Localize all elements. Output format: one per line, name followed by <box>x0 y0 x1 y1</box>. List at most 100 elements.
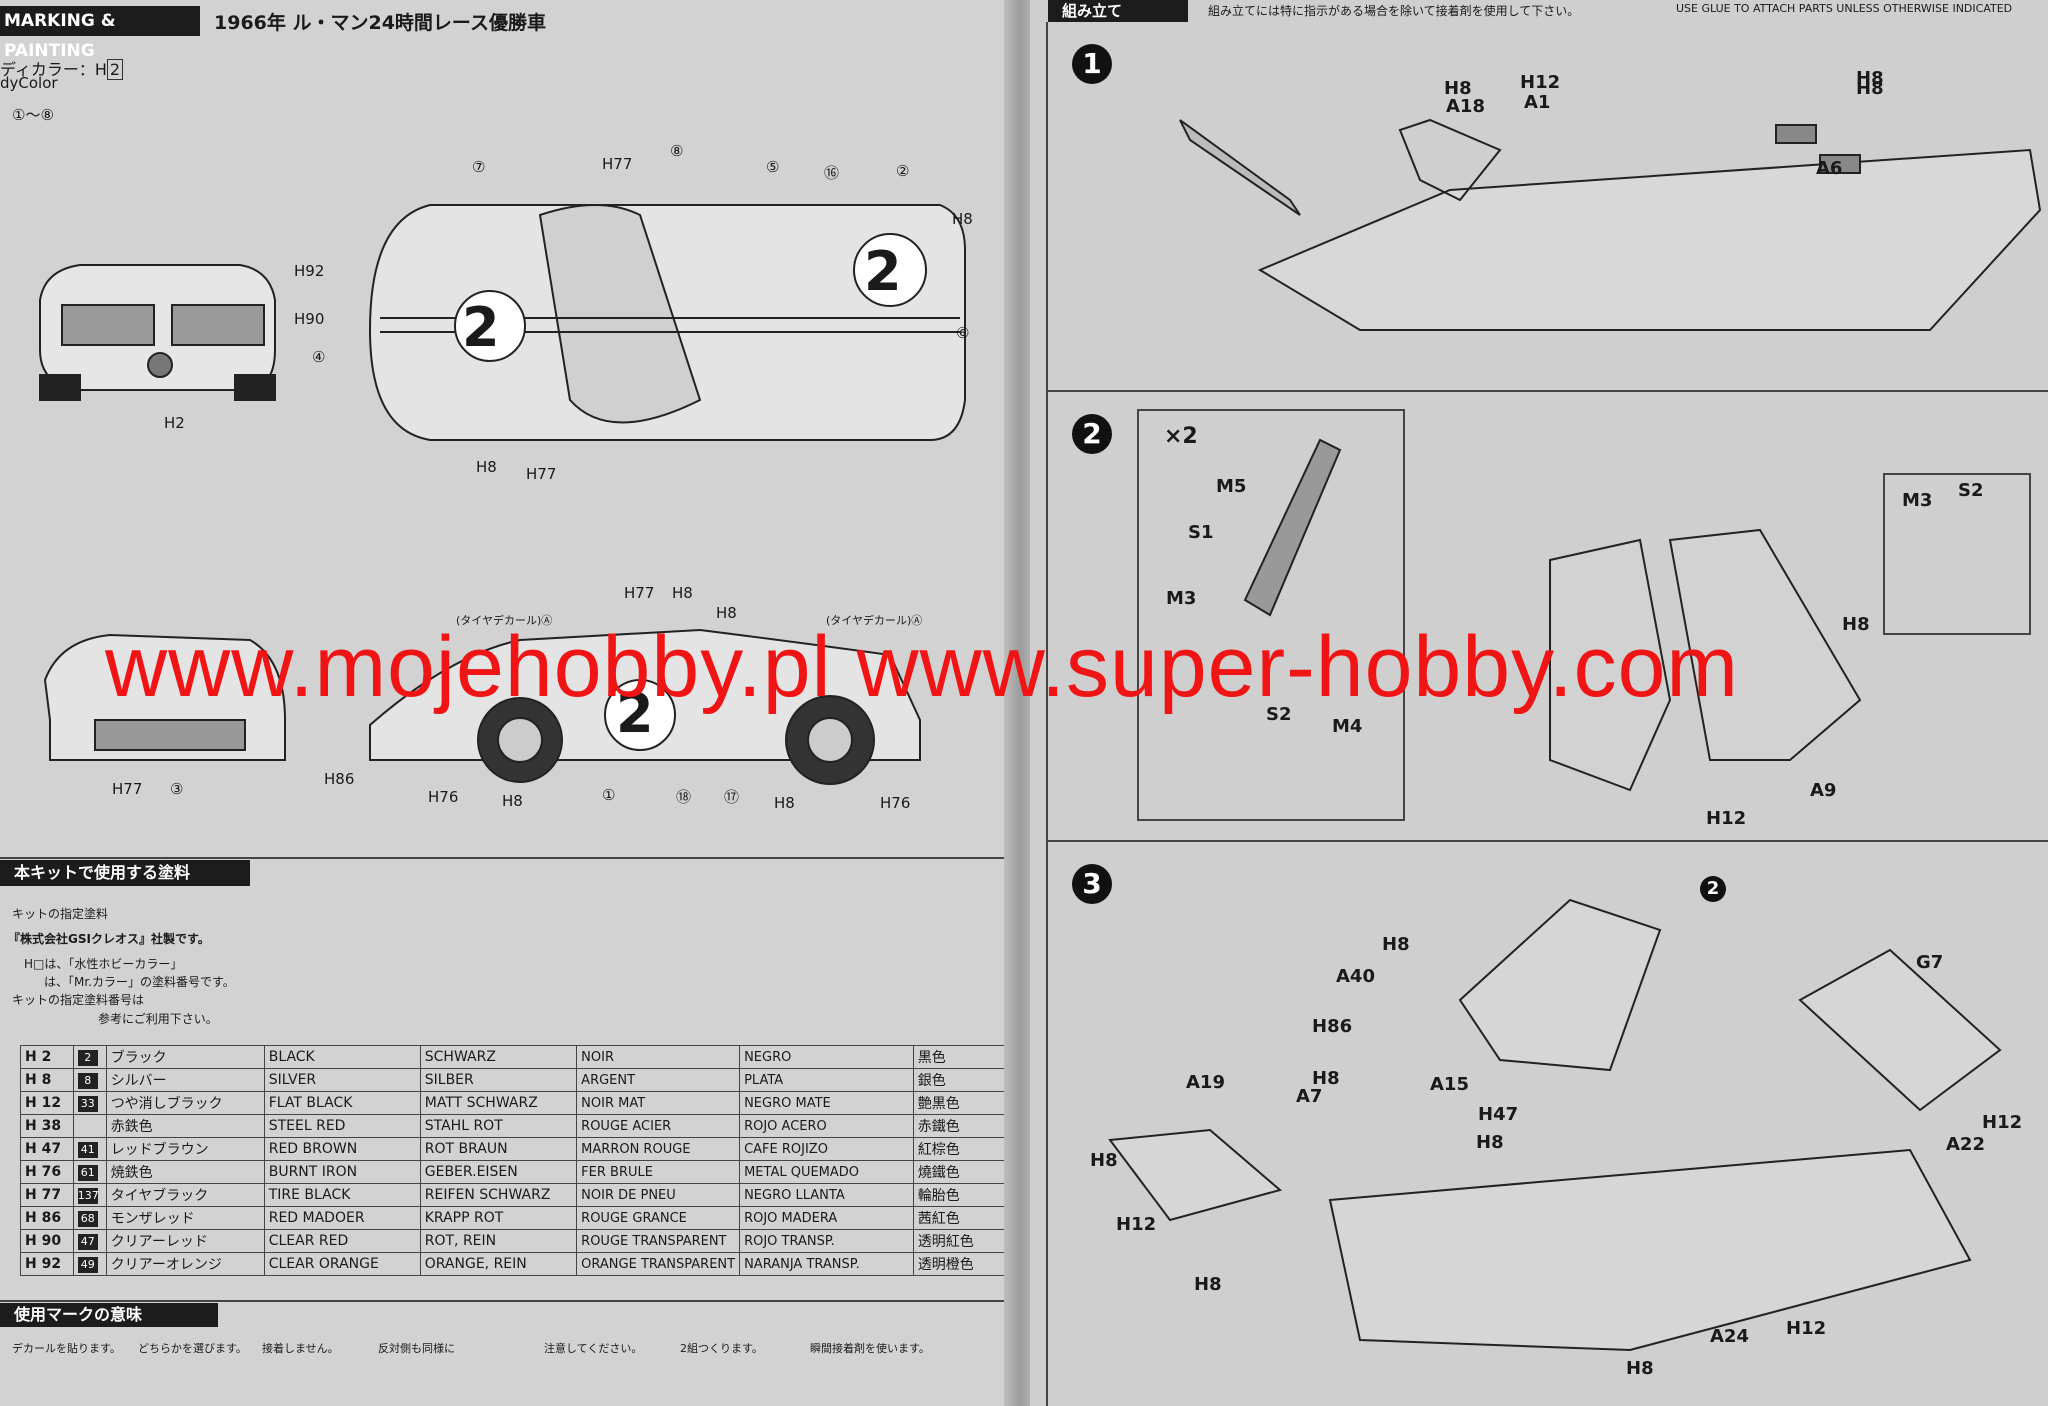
paint-name-jp: モンザレッド <box>105 1206 265 1230</box>
callout-side-h8-b: H8 <box>716 604 737 622</box>
paint-name-es: CAFE ROJIZO <box>739 1137 914 1161</box>
callout-side-3: ③ <box>170 780 184 798</box>
step-1-number: 1 <box>1072 44 1112 84</box>
s2-h12: H12 <box>1706 808 1747 829</box>
callout-side-h8-c: H8 <box>502 792 523 810</box>
assembly-diagrams <box>1108 118 2042 1352</box>
paint-name-jp: シルバー <box>105 1068 265 1092</box>
callout-7: ⑦ <box>472 158 486 176</box>
paint-name-fr: ARGENT <box>576 1068 741 1092</box>
callout-h77-bottom: H77 <box>526 465 557 483</box>
paint-note-1: キットの指定塗料 <box>12 907 109 921</box>
assembly-header: 組み立て <box>1048 0 1188 22</box>
paint-name-de: ROT BRAUN <box>419 1137 578 1161</box>
paint-code: H 47 <box>20 1137 74 1161</box>
paint-code: H 92 <box>20 1252 74 1276</box>
callout-side-1: ① <box>602 786 616 804</box>
paint-name-fr: ROUGE GRANCE <box>576 1206 741 1230</box>
s1-a18: A18 <box>1446 96 1485 117</box>
paint-section-divider <box>0 857 1004 859</box>
s2-m4: M4 <box>1332 716 1363 737</box>
step-3-number: 3 <box>1072 864 1112 904</box>
step1-chassis <box>1179 118 2042 331</box>
paint-name-de: GEBER.EISEN <box>419 1160 578 1184</box>
mr-color-number: 2 <box>72 1045 107 1069</box>
side-view-car <box>369 628 921 785</box>
paint-name-de: KRAPP ROT <box>419 1206 578 1230</box>
mark-choose: どちらかを選びます。 <box>138 1342 247 1355</box>
callout-4: ④ <box>312 348 326 366</box>
paint-name-jp: 焼鉄色 <box>105 1160 265 1184</box>
car-number-rear: 2 <box>864 240 902 303</box>
marks-section-divider <box>0 1300 1004 1302</box>
callout-side-h77-front: H77 <box>112 780 143 798</box>
paint-note-4: は、「Mr.カラー」の塗料番号です。 <box>44 975 235 989</box>
mark-opposite-side: 反対側も同様に <box>378 1342 455 1355</box>
mr-color-number: 8 <box>72 1068 107 1092</box>
paint-name-kanji: 赤鐵色 <box>912 1114 1011 1138</box>
glue-warning-jp: 組み立てには特に指示がある場合を除いて接着剤を使用して下さい。 <box>1208 4 1580 18</box>
paint-name-fr: NOIR DE PNEU <box>576 1183 741 1207</box>
mr-color-badge: 47 <box>77 1233 98 1250</box>
s2-m3-right: M3 <box>1902 490 1933 511</box>
paint-name-de: SCHWARZ <box>419 1045 578 1069</box>
callout-h77-top: H77 <box>602 155 633 173</box>
callout-2: ② <box>896 162 910 180</box>
paint-note-3: H□は、「水性ホビーカラー」 <box>24 957 183 971</box>
mr-color-badge <box>78 1116 98 1132</box>
mark-instant-glue: 瞬間接着剤を使います。 <box>810 1342 930 1355</box>
right-instruction-page: 組み立て 組み立てには特に指示がある場合を除いて接着剤を使用して下さい。 USE… <box>1030 0 2048 1406</box>
s3-g7: G7 <box>1916 952 1944 973</box>
paint-name-fr: MARRON ROUGE <box>576 1137 741 1161</box>
paint-name-jp: つや消しブラック <box>105 1091 265 1115</box>
paint-name-es: NARANJA TRANSP. <box>739 1252 914 1276</box>
paint-name-es: PLATA <box>739 1068 914 1092</box>
paint-name-kanji: 茜紅色 <box>912 1206 1011 1230</box>
paint-name-es: ROJO MADERA <box>739 1206 914 1230</box>
s3-h12-b: H12 <box>1982 1112 2023 1133</box>
paint-code: H 8 <box>20 1068 74 1092</box>
paint-code: H 86 <box>20 1206 74 1230</box>
paint-name-en: TIRE BLACK <box>263 1183 421 1207</box>
paint-name-fr: NOIR <box>576 1045 741 1069</box>
mr-color-number: 47 <box>72 1229 107 1253</box>
step2-inset-frame <box>1137 409 1405 821</box>
mark-decal: デカールを貼ります。 <box>12 1342 121 1355</box>
s2-m3: M3 <box>1166 588 1197 609</box>
paint-name-es: NEGRO LLANTA <box>739 1183 914 1207</box>
car-number-side: 2 <box>616 682 654 745</box>
paint-code: H 76 <box>20 1160 74 1184</box>
paint-name-jp: レッドブラウン <box>105 1137 265 1161</box>
paint-code: H 90 <box>20 1229 74 1253</box>
callout-h8-bottom: H8 <box>476 458 497 476</box>
tire-decal-front: (タイヤデカール)Ⓐ <box>456 614 553 627</box>
s2-m5: M5 <box>1216 476 1247 497</box>
paint-name-de: ORANGE, REIN <box>419 1252 578 1276</box>
s3-h8-e: H8 <box>1194 1274 1222 1295</box>
front-view-car <box>39 264 276 401</box>
paint-name-en: STEEL RED <box>263 1114 421 1138</box>
step2-seats <box>1243 438 1862 792</box>
paint-name-jp: クリアーレッド <box>105 1229 265 1253</box>
step-divider-1 <box>1048 390 2048 392</box>
paint-name-de: MATT SCHWARZ <box>419 1091 578 1115</box>
callout-16: ⑯ <box>824 164 840 182</box>
mark-make-two: 2組つくります。 <box>680 1342 763 1355</box>
mr-color-number <box>72 1114 107 1138</box>
s3-a15: A15 <box>1430 1074 1469 1095</box>
decal-range: ①～⑧ <box>12 106 54 124</box>
paint-name-es: NEGRO <box>739 1045 914 1069</box>
paint-name-en: RED MADOER <box>263 1206 421 1230</box>
s3-h86: H86 <box>1312 1016 1353 1037</box>
s3-a24: A24 <box>1710 1326 1749 1347</box>
paint-name-de: ROT, REIN <box>419 1229 578 1253</box>
car-diagrams <box>39 204 966 785</box>
paint-name-kanji: 透明紅色 <box>912 1229 1011 1253</box>
paint-name-jp: クリアーオレンジ <box>105 1252 265 1276</box>
mr-color-badge: 68 <box>77 1210 98 1227</box>
paint-name-kanji: 燒鐵色 <box>912 1160 1011 1184</box>
